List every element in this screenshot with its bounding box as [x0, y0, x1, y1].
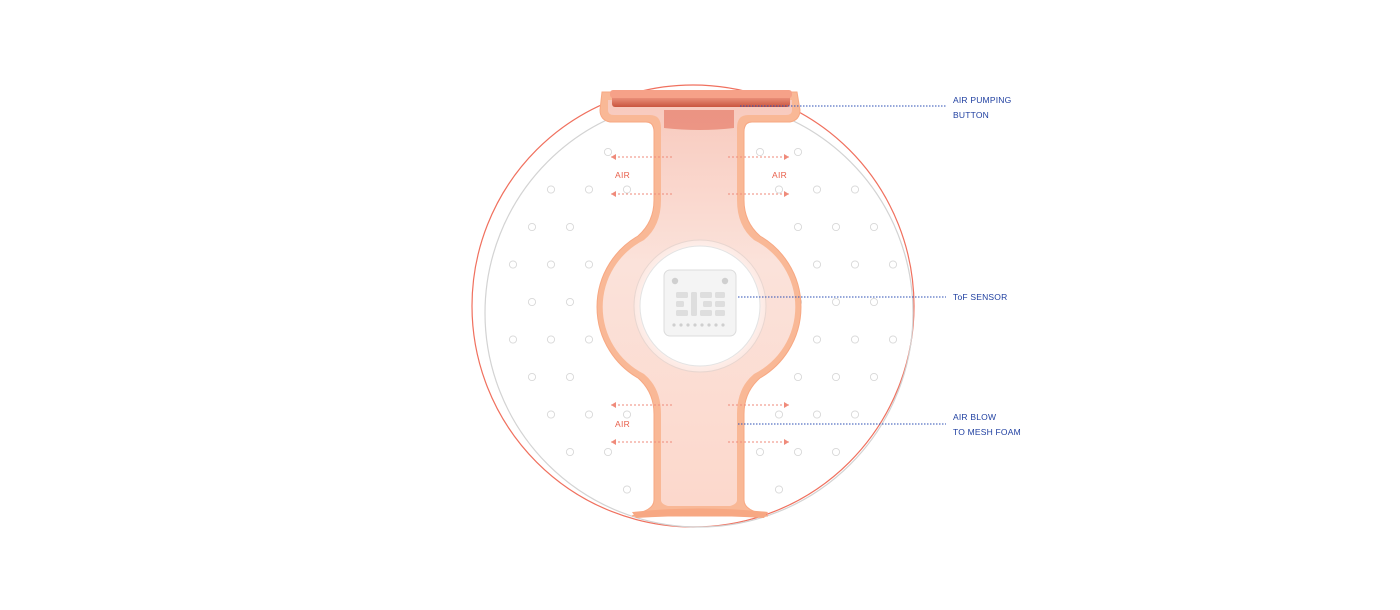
mesh-dot: [831, 297, 841, 307]
mesh-dot: [793, 147, 803, 157]
mesh-dot: [850, 410, 860, 419]
callout-line: BUTTON: [953, 110, 989, 120]
mesh-dot: [527, 372, 537, 382]
tof-sensor-chip-icon: [663, 269, 737, 337]
callout-line: ToF SENSOR: [953, 292, 1008, 302]
mesh-dot: [546, 260, 556, 269]
mesh-dot: [565, 222, 575, 232]
mesh-dot-pattern: [508, 147, 898, 494]
air-arrow-head: [611, 402, 616, 408]
callout-leaders: [738, 105, 946, 425]
mesh-dot: [755, 447, 765, 457]
mesh-dot: [869, 372, 879, 382]
callout-tof-sensor: ToF SENSOR: [953, 290, 1007, 305]
mesh-dot: [774, 410, 784, 419]
mesh-dot: [793, 372, 803, 382]
mesh-dot: [565, 297, 575, 307]
air-label-top-right: AIR: [772, 170, 787, 180]
mesh-dot: [527, 222, 537, 232]
callout-line: TO MESH FOAM: [953, 427, 1021, 437]
mesh-dot: [812, 185, 822, 194]
callout-line: AIR BLOW: [953, 412, 997, 422]
air-arrow-head: [784, 154, 789, 160]
mesh-dot: [603, 447, 613, 457]
strap-bottom-cap: [632, 508, 768, 518]
mesh-dot: [565, 372, 575, 382]
mesh-dot: [584, 335, 594, 344]
mesh-dot: [869, 222, 879, 232]
mesh-dot: [831, 372, 841, 382]
mesh-dot: [584, 410, 594, 419]
air-label-top-left: AIR: [615, 170, 630, 180]
mesh-dot: [850, 185, 860, 194]
mesh-dot: [812, 260, 822, 269]
mesh-dot: [508, 260, 518, 269]
mesh-dot: [831, 222, 841, 232]
mesh-dot: [793, 222, 803, 232]
mesh-dot: [831, 447, 841, 457]
air-flow-arrows: [611, 154, 789, 445]
mesh-dot: [622, 185, 632, 194]
mesh-dot: [584, 260, 594, 269]
mesh-dot: [622, 410, 632, 419]
air-label-bottom-left: AIR: [615, 419, 630, 429]
mesh-dot: [508, 335, 518, 344]
mesh-dot: [812, 410, 822, 419]
air-arrow-head: [611, 439, 616, 445]
air-arrow-head: [784, 402, 789, 408]
mesh-dot: [527, 297, 537, 307]
mesh-dot: [622, 485, 632, 494]
air-pumping-button-top: [610, 90, 792, 98]
mesh-dot: [755, 147, 765, 157]
mesh-dot: [774, 485, 784, 494]
air-arrow-head: [784, 439, 789, 445]
mesh-dot: [888, 335, 898, 344]
mesh-dot: [565, 447, 575, 457]
mesh-dot: [603, 147, 613, 157]
mesh-dot: [774, 185, 784, 194]
callout-line: AIR PUMPING: [953, 95, 1012, 105]
air-pumping-channel: [664, 110, 734, 130]
mesh-dot: [584, 185, 594, 194]
mesh-dot: [812, 335, 822, 344]
mesh-dot: [793, 447, 803, 457]
air-arrow-head: [611, 191, 616, 197]
mesh-dot: [546, 410, 556, 419]
callout-air-pumping-button: AIR PUMPING BUTTON: [953, 93, 1011, 123]
mesh-dot: [869, 297, 879, 307]
callout-air-blow: AIR BLOW TO MESH FOAM: [953, 410, 1021, 440]
air-arrow-head: [611, 154, 616, 160]
air-arrow-head: [784, 191, 789, 197]
mesh-dot: [546, 335, 556, 344]
mesh-dot: [850, 335, 860, 344]
mesh-dot: [888, 260, 898, 269]
mesh-dot: [546, 185, 556, 194]
mesh-dot: [850, 260, 860, 269]
